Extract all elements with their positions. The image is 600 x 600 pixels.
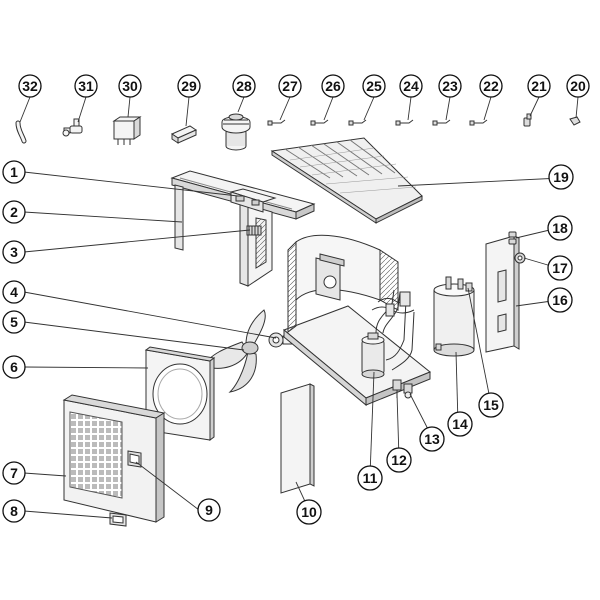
part-10-side-panel [280, 383, 315, 494]
callout-28: 28 [232, 74, 256, 98]
svg-text:24: 24 [403, 78, 419, 94]
callout-29: 29 [177, 74, 201, 98]
svg-text:27: 27 [282, 78, 298, 94]
callout-22: 22 [479, 74, 503, 98]
callout-13: 13 [419, 426, 445, 452]
svg-text:8: 8 [10, 503, 18, 519]
callout-20: 20 [566, 74, 590, 98]
callout-16: 16 [547, 287, 573, 313]
svg-text:23: 23 [442, 78, 458, 94]
part-28-fan-motor [221, 113, 251, 151]
svg-text:12: 12 [391, 452, 407, 468]
callout-12: 12 [386, 447, 412, 473]
callout-24: 24 [399, 74, 423, 98]
callout-6: 6 [2, 355, 26, 379]
part-15-water-connection [465, 282, 473, 292]
part-8-control-panel [109, 512, 127, 527]
svg-text:16: 16 [552, 292, 568, 308]
svg-text:9: 9 [205, 502, 213, 518]
part-1-control-bracket [229, 188, 277, 213]
svg-text:21: 21 [531, 78, 547, 94]
callout-26: 26 [321, 74, 345, 98]
callout-30: 30 [118, 74, 142, 98]
svg-text:6: 6 [10, 359, 18, 375]
part-11-compressor [361, 332, 385, 379]
callout-31: 31 [74, 74, 98, 98]
part-22-sensor [469, 119, 488, 126]
callout-8: 8 [2, 499, 26, 523]
callout-1: 1 [2, 160, 26, 184]
svg-text:11: 11 [363, 470, 378, 486]
part-31-valve [62, 118, 83, 137]
base-tray-assembly [283, 234, 431, 407]
callout-10: 10 [296, 499, 322, 525]
callout-19: 19 [548, 164, 574, 190]
callout-18: 18 [547, 215, 573, 241]
svg-text:30: 30 [122, 78, 138, 94]
part-17-pipe-grommet [514, 252, 526, 264]
callout-21: 21 [527, 74, 551, 98]
callout-27: 27 [278, 74, 302, 98]
callout-9: 9 [197, 498, 221, 522]
svg-text:3: 3 [10, 244, 18, 260]
svg-text:2: 2 [10, 204, 18, 220]
svg-text:18: 18 [552, 220, 568, 236]
callout-11: 11 [357, 465, 383, 491]
callout-15: 15 [478, 392, 504, 418]
svg-text:17: 17 [552, 260, 568, 276]
callout-14: 14 [447, 411, 473, 437]
part-32-drain-hose [15, 120, 27, 144]
part-20-clip [569, 116, 581, 126]
callout-5: 5 [2, 310, 26, 334]
svg-text:22: 22 [483, 78, 499, 94]
svg-text:25: 25 [366, 78, 382, 94]
callout-25: 25 [362, 74, 386, 98]
part-16-service-panel [485, 235, 520, 353]
svg-text:32: 32 [22, 78, 38, 94]
svg-text:28: 28 [236, 78, 252, 94]
part-25-sensor [348, 119, 367, 126]
part-14-heat-exchanger [433, 276, 475, 357]
svg-text:5: 5 [10, 314, 18, 330]
svg-text:31: 31 [78, 78, 94, 94]
svg-text:4: 4 [10, 284, 18, 300]
svg-text:15: 15 [483, 397, 499, 413]
callout-32: 32 [18, 74, 42, 98]
callouts: 1 2 3 4 5 6 7 8 9 10 11 12 13 14 15 16 1… [2, 74, 590, 525]
svg-text:1: 1 [10, 164, 18, 180]
part-26-sensor [310, 119, 329, 126]
part-18-plug [508, 231, 517, 245]
refrigerant-piping [371, 289, 415, 371]
callout-2: 2 [2, 200, 26, 224]
part-7-front-panel [62, 394, 166, 523]
callout-4: 4 [2, 280, 26, 304]
part-27-sensor [267, 119, 286, 126]
svg-text:26: 26 [325, 78, 341, 94]
svg-text:10: 10 [301, 504, 317, 520]
part-23-sensor [432, 119, 451, 126]
svg-text:14: 14 [452, 416, 468, 432]
callout-7: 7 [2, 461, 26, 485]
part-29-bracket [170, 125, 198, 144]
part-24-sensor [395, 119, 414, 126]
part-30-relay [112, 116, 142, 145]
svg-text:13: 13 [424, 431, 440, 447]
svg-text:19: 19 [553, 169, 569, 185]
svg-text:29: 29 [181, 78, 197, 94]
part-21-clip [523, 113, 532, 127]
svg-text:7: 7 [10, 465, 18, 481]
part-19-top-cover [270, 137, 423, 224]
leader-lines [19, 96, 579, 519]
callout-23: 23 [438, 74, 462, 98]
callout-3: 3 [2, 240, 26, 264]
callout-17: 17 [547, 255, 573, 281]
svg-text:20: 20 [570, 78, 586, 94]
